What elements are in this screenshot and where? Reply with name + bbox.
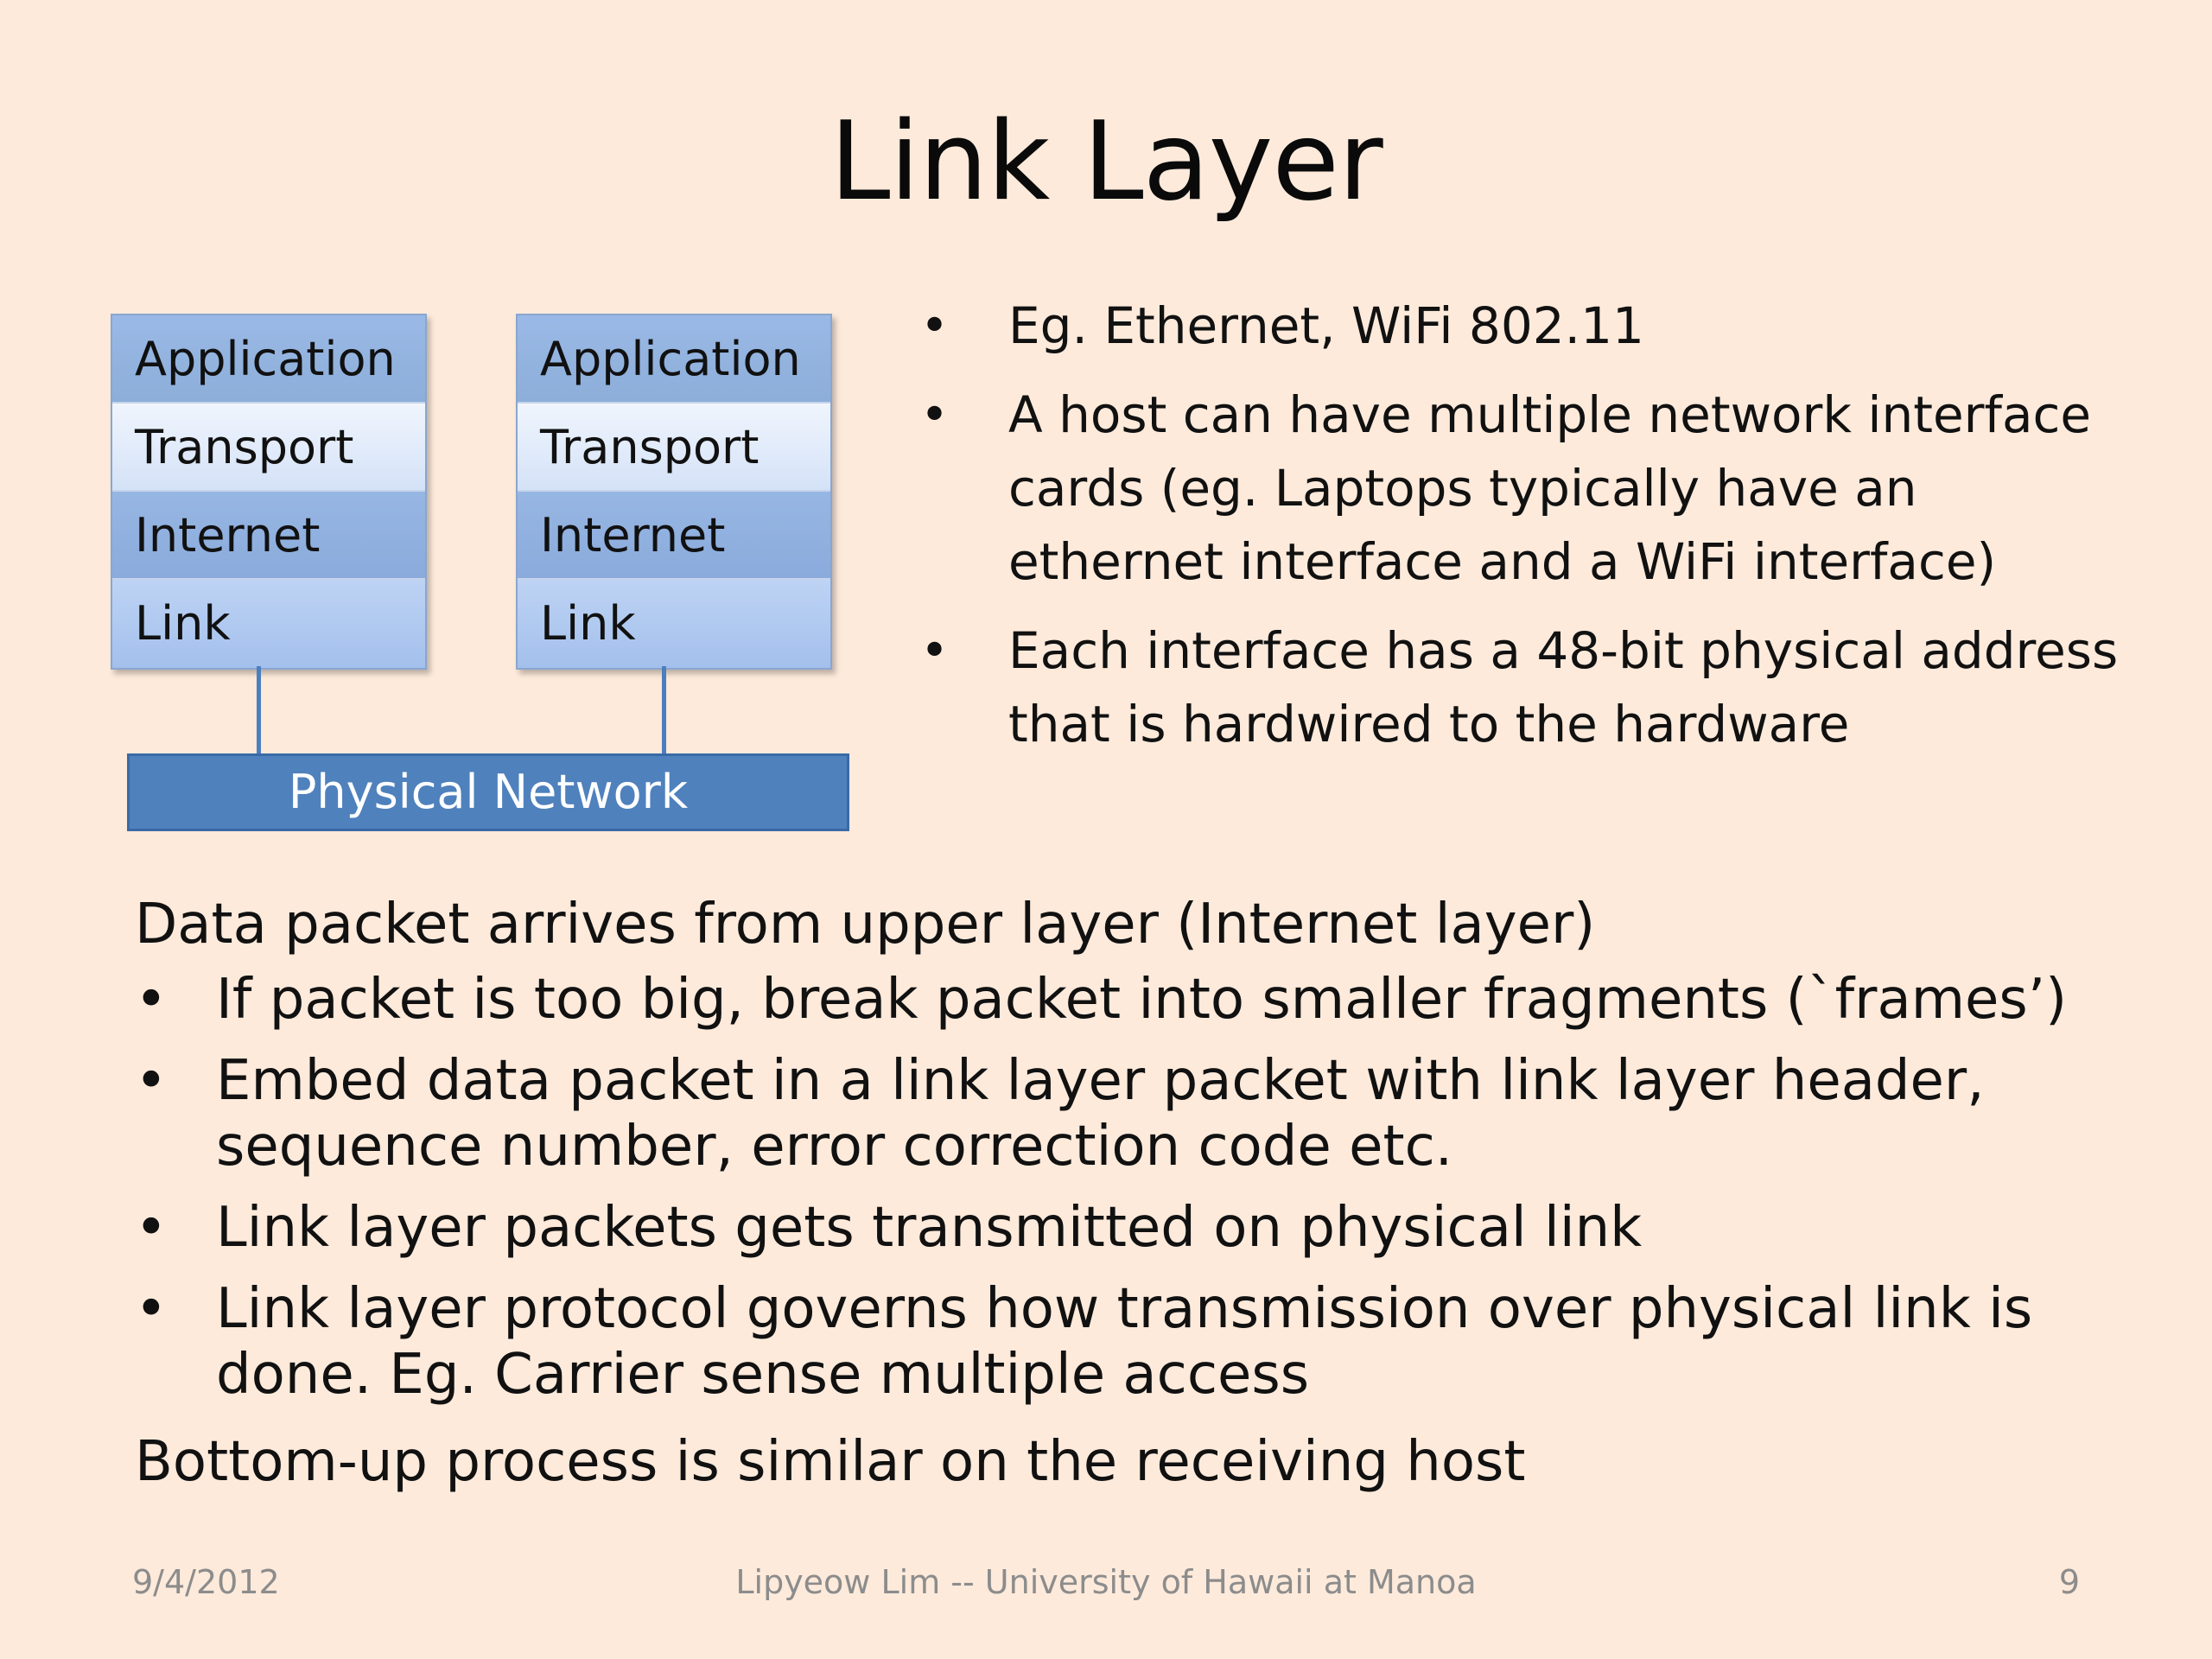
stack-layer-link: Link: [518, 580, 830, 668]
stack-layer-internet: Internet: [518, 492, 830, 580]
protocol-stack-left: Application Transport Internet Link: [111, 314, 427, 670]
bullet-text: Embed data packet in a link layer packet…: [216, 1049, 1985, 1179]
bullet-icon: •: [920, 298, 950, 354]
bullet-icon: •: [135, 1049, 168, 1113]
right-bullet-item: • Each interface has a 48-bit physical a…: [912, 614, 2139, 761]
bullet-icon: •: [920, 387, 950, 443]
footer-date: 9/4/2012: [132, 1563, 280, 1601]
bullet-text: If packet is too big, break packet into …: [216, 968, 2068, 1032]
body-bullet-item: • Link layer packets gets transmitted on…: [135, 1195, 2122, 1261]
footer-page-number: 9: [2058, 1563, 2080, 1601]
bullet-text: Link layer packets gets transmitted on p…: [216, 1196, 1643, 1260]
body-bullet-item: • If packet is too big, break packet int…: [135, 967, 2122, 1033]
right-bullet-item: • A host can have multiple network inter…: [912, 378, 2139, 599]
intro-line: Data packet arrives from upper layer (In…: [135, 893, 1596, 957]
stack-layer-link: Link: [112, 580, 425, 668]
bullet-icon: •: [920, 623, 950, 679]
bullet-icon: •: [135, 1196, 168, 1260]
footer-author: Lipyeow Lim -- University of Hawaii at M…: [735, 1563, 1477, 1601]
link-connector-right: [662, 666, 666, 755]
bullet-icon: •: [135, 1277, 168, 1341]
bullet-text: Eg. Ethernet, WiFi 802.11: [1008, 296, 1644, 355]
bullet-text: Each interface has a 48-bit physical add…: [1008, 621, 2119, 753]
stack-layer-internet: Internet: [112, 492, 425, 580]
stack-layer-application: Application: [518, 315, 830, 404]
bullet-icon: •: [135, 968, 168, 1032]
stack-layer-transport: Transport: [518, 404, 830, 492]
slide-title: Link Layer: [830, 98, 1382, 225]
body-bullet-item: • Link layer protocol governs how transm…: [135, 1276, 2122, 1408]
stack-layer-transport: Transport: [112, 404, 425, 492]
closing-line: Bottom-up process is similar on the rece…: [135, 1430, 1526, 1494]
body-text: Data packet arrives from upper layer (In…: [135, 886, 2122, 1501]
bullet-text: A host can have multiple network interfa…: [1008, 385, 2092, 591]
body-bullet-item: • Embed data packet in a link layer pack…: [135, 1048, 2122, 1179]
bullet-text: Link layer protocol governs how transmis…: [216, 1277, 2033, 1407]
right-bullet-item: • Eg. Ethernet, WiFi 802.11: [912, 289, 2139, 363]
physical-network-bar: Physical Network: [127, 753, 849, 831]
link-connector-left: [257, 666, 261, 755]
protocol-stack-right: Application Transport Internet Link: [516, 314, 832, 670]
body-bullet-list: • If packet is too big, break packet int…: [135, 967, 2122, 1408]
right-bullet-list: • Eg. Ethernet, WiFi 802.11 • A host can…: [912, 289, 2139, 777]
stack-layer-application: Application: [112, 315, 425, 404]
